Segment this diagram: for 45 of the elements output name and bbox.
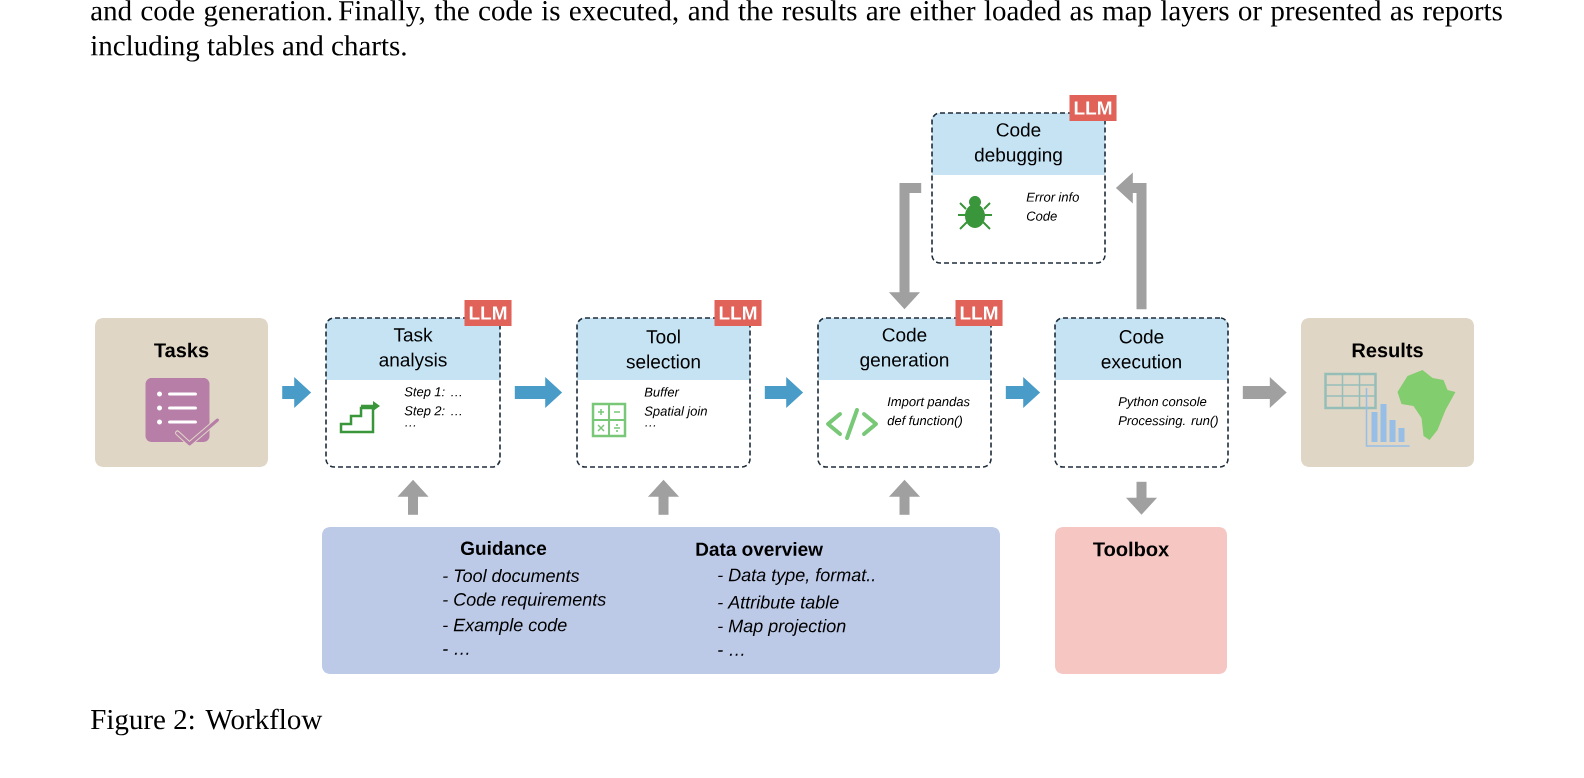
list-item: - Attribute table [718,595,839,609]
step-title: Code debugging [974,122,1062,166]
process-box [576,300,762,468]
step-detail: Python console [1118,396,1207,409]
list-item: - Map projection [718,619,846,636]
process-box [1054,317,1229,468]
step-detail: Spatial join [644,406,707,419]
step-detail: Step 2: … [404,406,462,418]
step-title: Code generation [860,327,949,371]
list-item: - Tool documents [443,568,580,583]
list-item: - … [718,650,744,656]
process-box [817,300,1003,468]
llm-badge: LLM [464,300,512,326]
list-item: - … [443,649,469,655]
step-title: Code execution [1101,329,1181,369]
results-card [1301,318,1474,467]
step-detail: Error info [1026,192,1079,202]
step-title: Tool selection [626,329,700,369]
step-detail: … [645,425,656,427]
step-detail: Buffer [644,387,680,397]
card-title: Tasks [154,342,209,358]
step-detail: Code [1026,211,1057,221]
step-title: Task analysis [379,327,447,371]
context-panel [322,527,1000,674]
card-title: Results [1352,342,1423,358]
panel-heading: Guidance [461,541,547,555]
list-item: - Example code [443,618,567,635]
panel-heading: Data overview [696,542,823,556]
llm-badge: LLM [955,300,1003,326]
step-detail: def function() [887,415,962,428]
llm-badge: LLM [1069,95,1117,121]
step-detail: … [405,425,416,427]
body-paragraph: and code generation. Finally, the code is executed, and the results are either loaded as map layers or presented as reports including tables and charts. [90,0,1502,62]
process-box [325,300,512,468]
process-box [931,95,1117,264]
list-item: - Data type, format.. [718,568,875,585]
tasks-card [95,318,268,467]
step-detail: Step 1: … [404,387,462,399]
figure-caption: Figure 2: Workflow [91,708,323,736]
list-item: - Code requirements [443,592,606,610]
card-title: Toolbox [1093,541,1170,557]
llm-badge: LLM [714,300,762,326]
step-detail: Processing. run() [1118,415,1218,428]
step-detail: Import pandas [887,396,970,409]
toolbox-card [1055,527,1227,674]
